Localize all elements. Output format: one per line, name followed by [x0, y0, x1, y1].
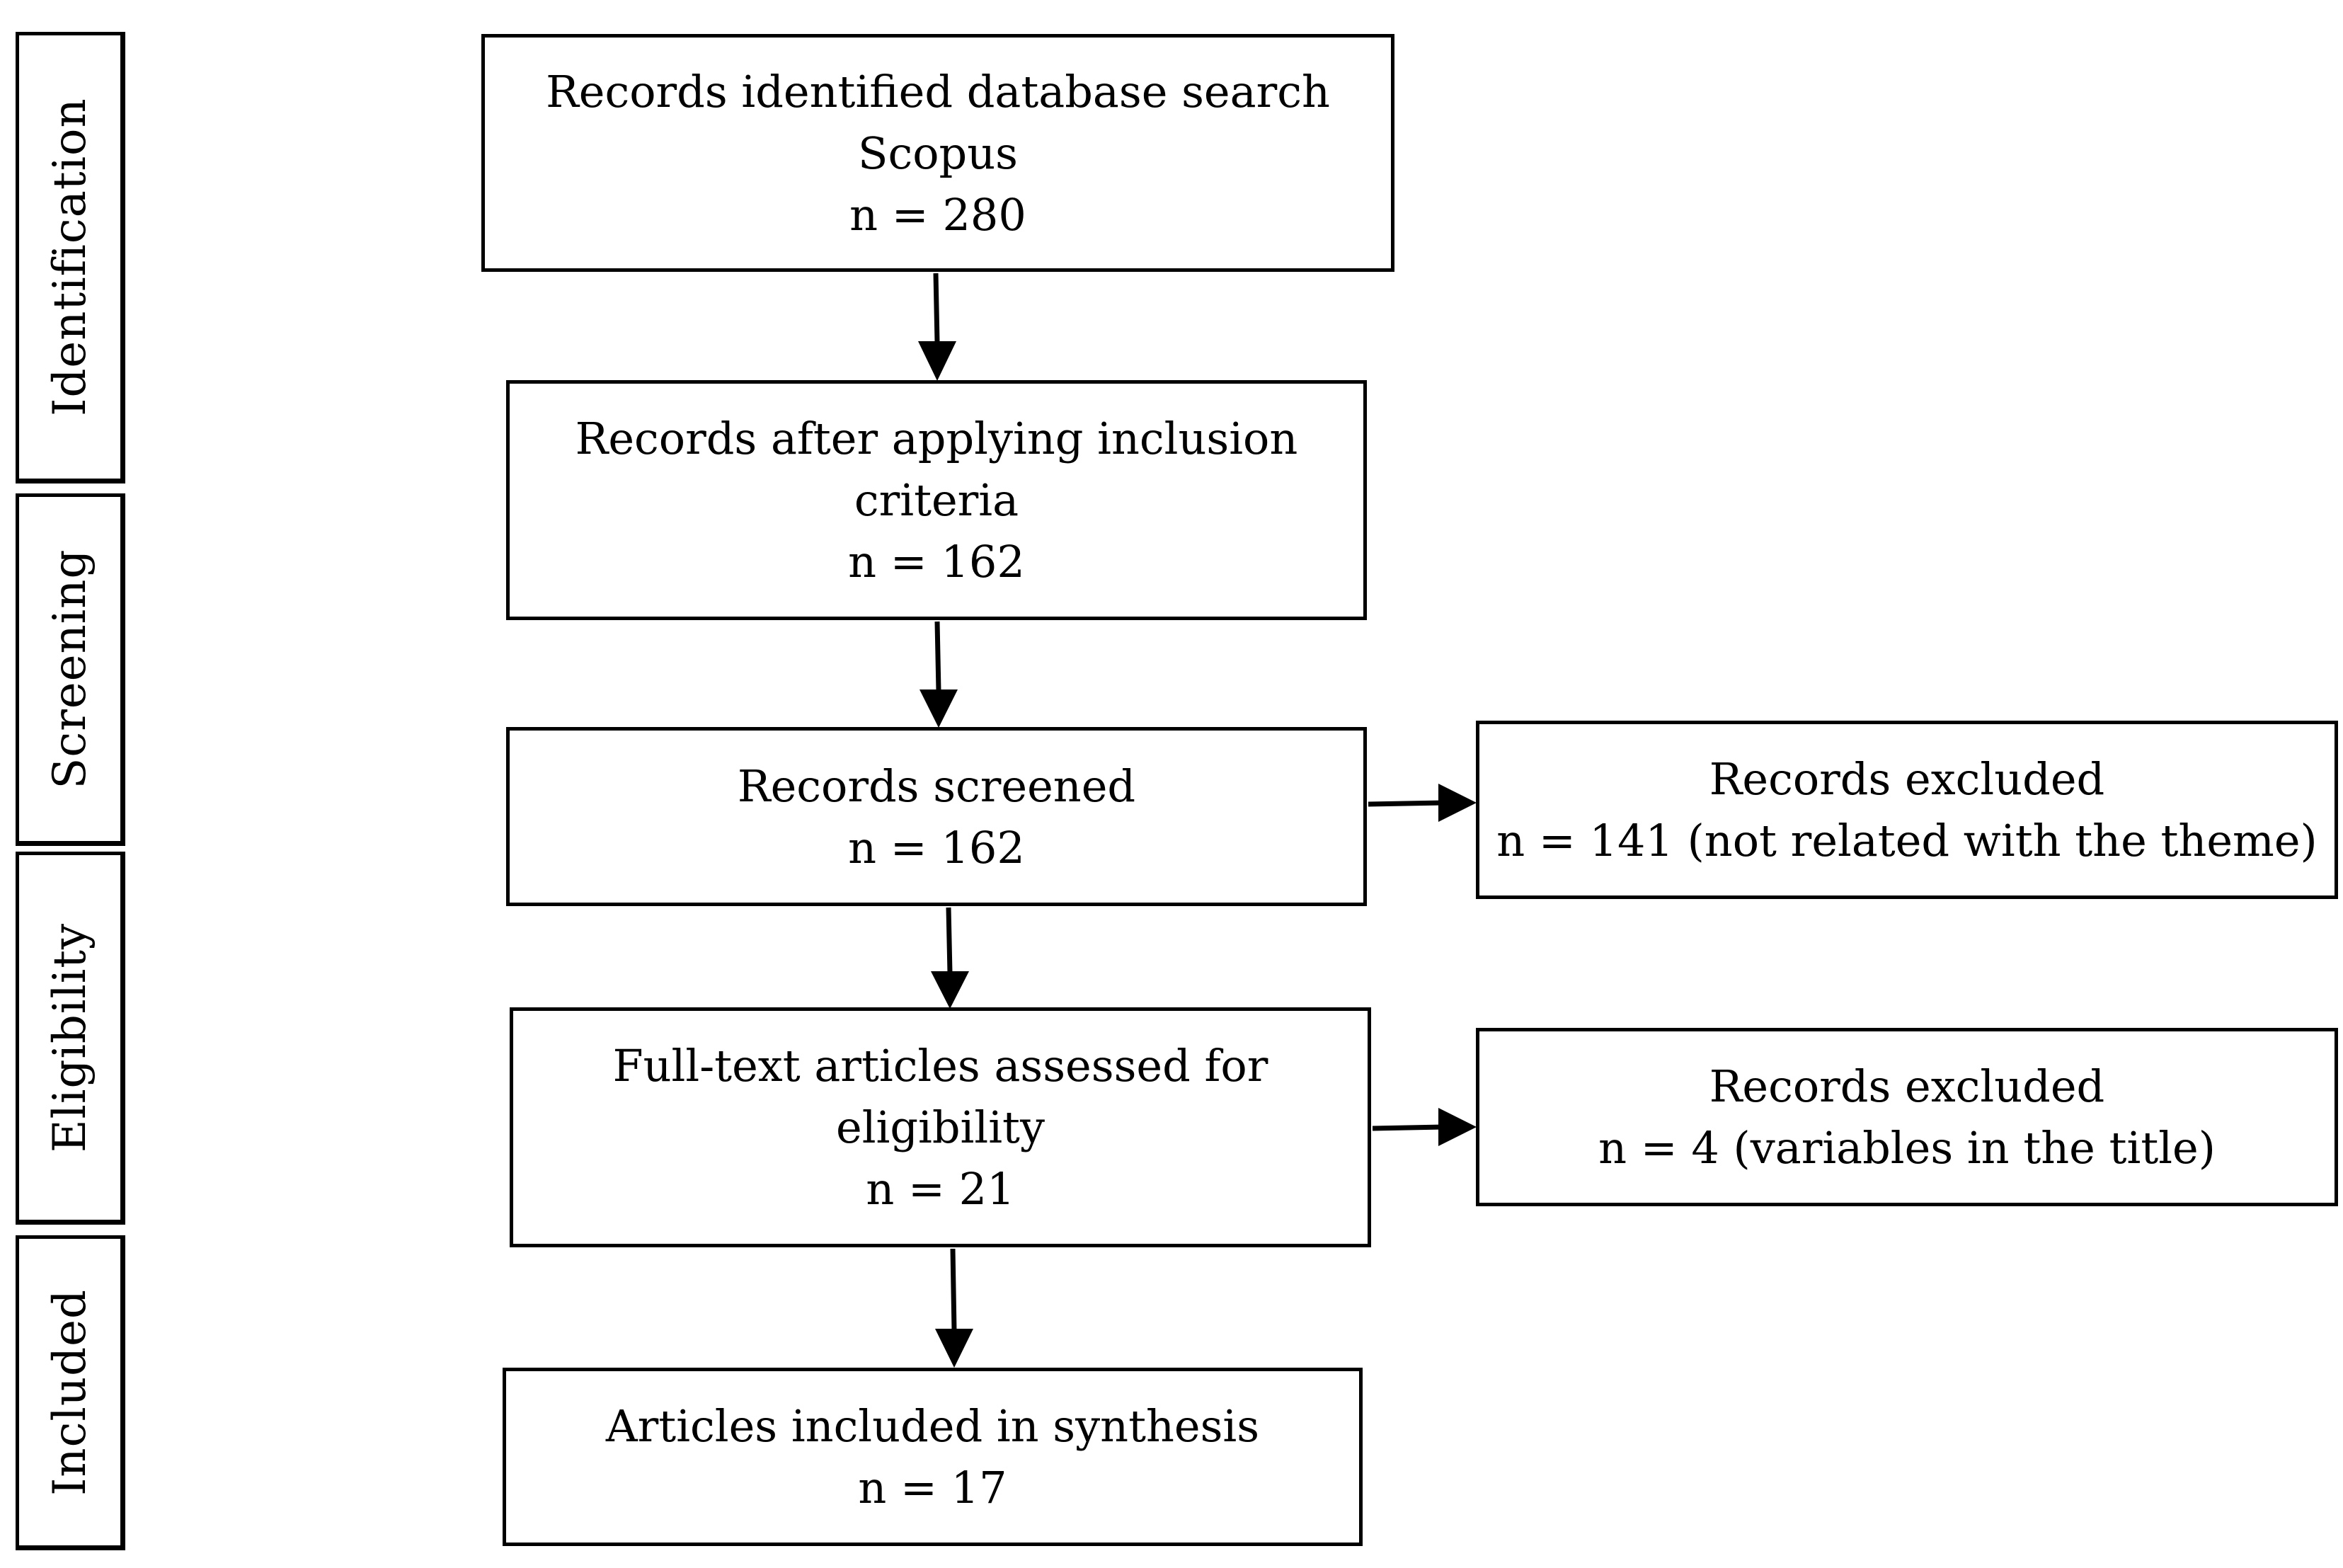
node-records-excluded-theme-count: n = 141 (not related with the theme) — [1496, 815, 2318, 866]
arrow-screened-to-excluded — [1368, 800, 1443, 807]
node-records-after-criteria-count: n = 162 — [848, 536, 1025, 588]
node-articles-included: Articles included in synthesis n = 17 — [503, 1368, 1363, 1546]
node-records-excluded-theme-title: Records excluded — [1709, 753, 2105, 805]
node-records-identified-title: Records identified database search — [546, 65, 1330, 118]
phase-eligibility-label: Eligibility — [43, 922, 96, 1152]
node-records-excluded-theme: Records excluded n = 141 (not related wi… — [1476, 721, 2338, 899]
arrow-screened-to-full-text — [946, 907, 953, 974]
arrowhead-identified-to-criteria — [918, 341, 956, 381]
arrowhead-criteria-to-screened — [920, 689, 958, 728]
node-records-screened-title: Records screened — [737, 760, 1136, 812]
phase-included-label: Included — [43, 1288, 96, 1496]
arrow-full-text-to-excluded — [1372, 1124, 1443, 1131]
node-records-excluded-variables-count: n = 4 (variables in the title) — [1598, 1122, 2216, 1174]
node-records-after-criteria-title-cont: criteria — [854, 474, 1019, 526]
phase-screening: Screening — [16, 493, 125, 846]
arrow-identified-to-criteria — [933, 273, 940, 343]
node-full-text-assessed: Full-text articles assessed for eligibil… — [510, 1007, 1371, 1247]
phase-eligibility: Eligibility — [16, 852, 125, 1225]
node-full-text-assessed-title: Full-text articles assessed for — [612, 1040, 1268, 1092]
arrow-full-text-to-included — [950, 1248, 957, 1332]
arrowhead-full-text-to-excluded — [1438, 1108, 1477, 1146]
node-records-after-criteria: Records after applying inclusion criteri… — [506, 380, 1367, 620]
node-records-excluded-variables: Records excluded n = 4 (variables in the… — [1476, 1028, 2338, 1206]
node-records-identified-source: Scopus — [858, 127, 1018, 179]
arrowhead-full-text-to-included — [935, 1329, 973, 1368]
node-records-identified-count: n = 280 — [849, 188, 1026, 241]
phase-screening-label: Screening — [43, 549, 96, 789]
phase-included: Included — [16, 1235, 125, 1550]
node-articles-included-count: n = 17 — [858, 1462, 1007, 1513]
phase-identification-label: Identification — [43, 98, 96, 416]
arrowhead-screened-to-full-text — [931, 971, 969, 1009]
arrow-criteria-to-screened — [934, 621, 941, 692]
node-records-screened: Records screened n = 162 — [506, 727, 1367, 906]
node-full-text-assessed-title-cont: eligibility — [836, 1101, 1045, 1153]
arrowhead-screened-to-excluded — [1438, 784, 1477, 822]
node-records-after-criteria-title: Records after applying inclusion — [575, 413, 1298, 464]
node-records-identified: Records identified database search Scopu… — [481, 34, 1394, 272]
node-full-text-assessed-count: n = 21 — [866, 1163, 1015, 1215]
node-records-screened-count: n = 162 — [848, 821, 1025, 874]
node-records-excluded-variables-title: Records excluded — [1709, 1060, 2105, 1112]
phase-identification: Identification — [16, 32, 125, 483]
node-articles-included-title: Articles included in synthesis — [605, 1400, 1260, 1452]
